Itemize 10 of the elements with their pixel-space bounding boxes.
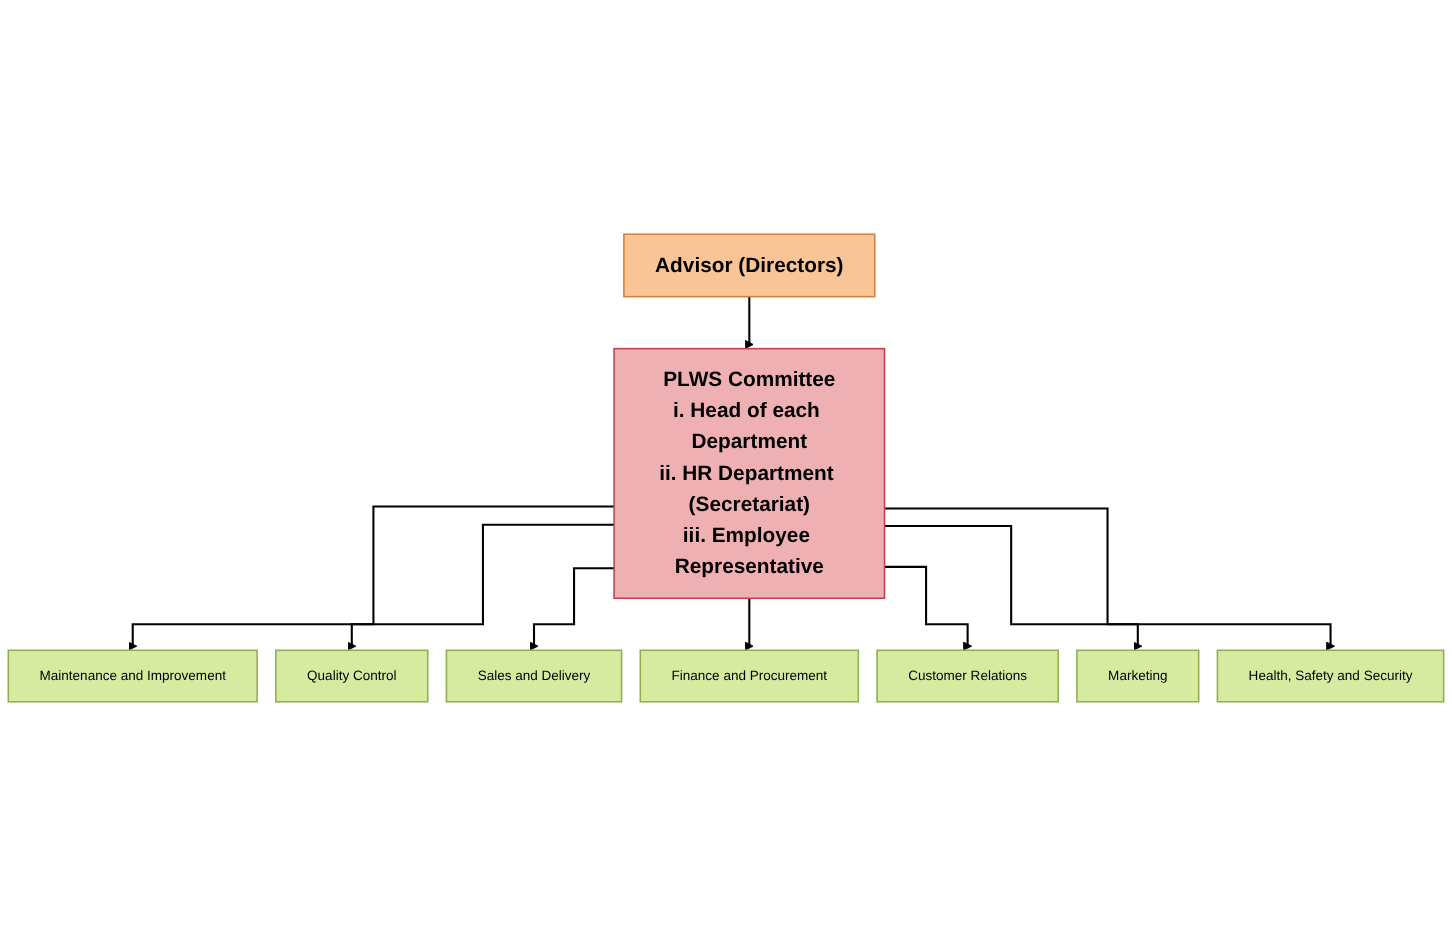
arrow bbox=[744, 295, 754, 350]
arrow bbox=[884, 507, 1336, 651]
arrow bbox=[128, 505, 615, 651]
arrow bbox=[347, 523, 615, 651]
arrow bbox=[884, 524, 1143, 651]
arrow bbox=[529, 567, 615, 651]
arrow bbox=[744, 597, 754, 651]
node-box: Advisor (Directors) bbox=[623, 233, 876, 298]
node-box: PLWS Committee i. Head of each Department ii. HR Department (Secretariat) iii. Employee Representative bbox=[613, 347, 886, 600]
arrow bbox=[884, 565, 973, 651]
